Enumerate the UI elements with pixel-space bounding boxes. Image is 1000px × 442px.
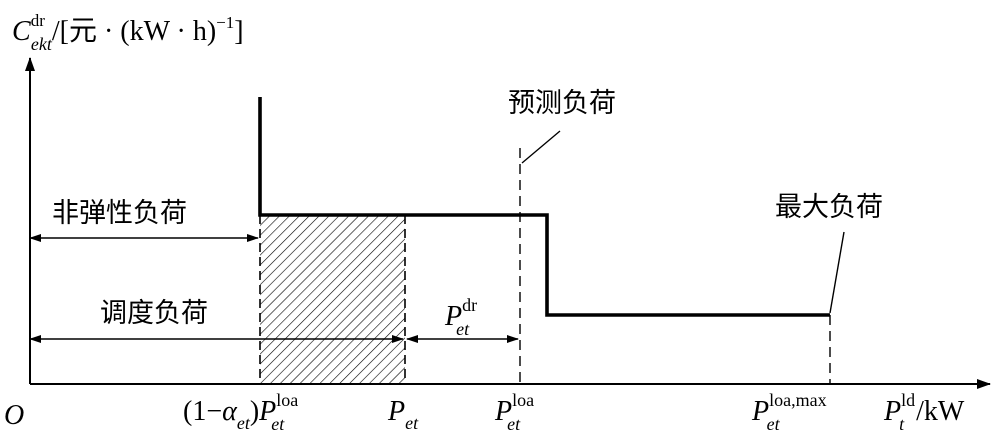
price-step-curve (258, 97, 830, 317)
max-load-label: 最大负荷 (775, 192, 883, 223)
inelastic-load-label: 非弹性负荷 (52, 198, 187, 229)
max-leader-line (829, 231, 845, 314)
forecast-load-label: 预测负荷 (508, 88, 616, 119)
dispatch-load-label: 调度负荷 (100, 298, 208, 329)
tick-label-p-et: Pet (387, 396, 419, 433)
forecast-leader-line (521, 130, 561, 164)
origin-label: O (4, 400, 24, 431)
hatched-dispatch-region (260, 215, 405, 384)
